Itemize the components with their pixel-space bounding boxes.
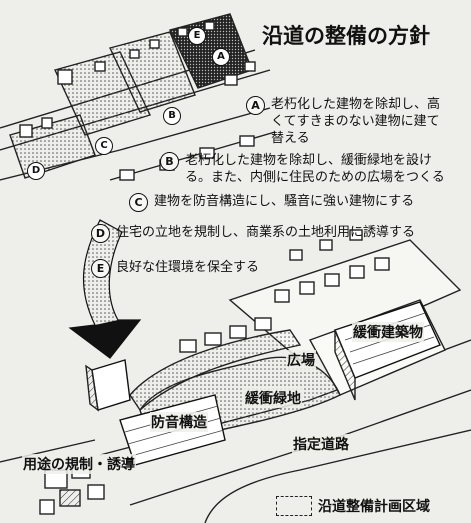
policy-text: 老朽化した建物を除却し、高 くてすきまのない建物に建て 替える — [271, 97, 441, 146]
policy-text: 老朽化した建物を除却し、緩衝緑地を設け る。また、内側に住民のための広場をつくる — [185, 153, 445, 185]
map-marker-e: E — [188, 27, 206, 45]
policy-text: 良好な住環境を保全する — [116, 260, 260, 275]
policy-text: 建物を防音構造にし、騒音に強い建物にする — [154, 194, 415, 209]
label-use-regulation: 用途の規制・誘導 — [22, 454, 136, 474]
policy-marker: B — [160, 152, 179, 171]
policy-c: C 建物を防音構造にし、騒音に強い建物にする — [129, 193, 414, 212]
policy-e: E 良好な住環境を保全する — [91, 259, 259, 278]
label-buffer-green: 緩衝緑地 — [244, 388, 302, 408]
label-plaza: 広場 — [286, 350, 316, 370]
legend-swatch — [276, 496, 312, 516]
legend-label: 沿道整備計画区域 — [318, 499, 430, 515]
transition-arrow — [68, 219, 142, 359]
map-marker-d: D — [27, 162, 45, 180]
policy-marker: D — [91, 224, 110, 243]
page-title: 沿道の整備の方針 — [262, 24, 430, 48]
map-marker-c: C — [95, 137, 113, 155]
policy-a: A 老朽化した建物を除却し、高 くてすきまのない建物に建て 替える — [246, 96, 440, 147]
policy-b: B 老朽化した建物を除却し、緩衝緑地を設け る。また、内側に住民のための広場をつ… — [160, 152, 445, 186]
map-marker-a: A — [212, 48, 230, 66]
policy-marker: A — [246, 96, 265, 115]
label-buffer-building: 緩衝建築物 — [352, 322, 424, 342]
policy-marker: E — [91, 259, 110, 278]
policy-d: D 住宅の立地を規制し、商業系の土地利用に誘導する — [91, 224, 415, 243]
map-marker-b: B — [163, 107, 181, 125]
label-soundproof: 防音構造 — [150, 412, 208, 432]
policy-marker: C — [129, 193, 148, 212]
label-designated-road: 指定道路 — [292, 434, 350, 454]
policy-text: 住宅の立地を規制し、商業系の土地利用に誘導する — [116, 225, 416, 240]
